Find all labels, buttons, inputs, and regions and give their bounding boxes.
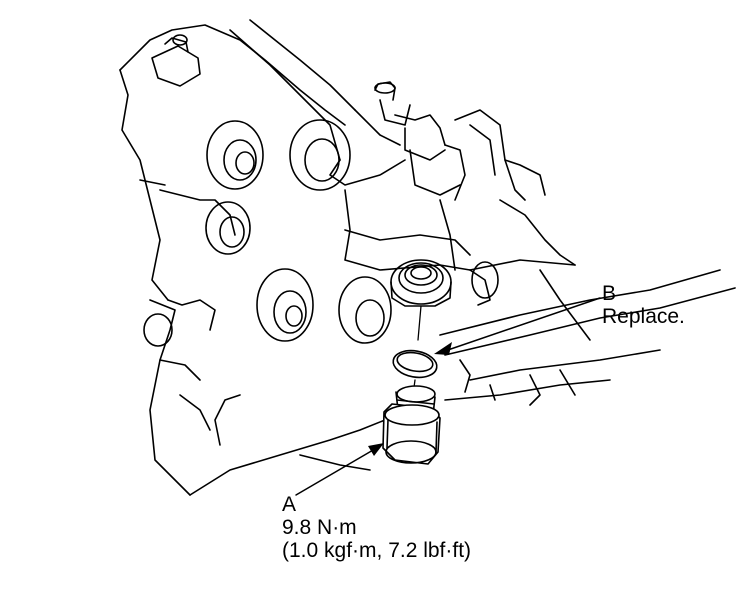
right-pipes — [439, 259, 736, 406]
top-fitting — [374, 81, 466, 201]
pump-housing — [119, 24, 386, 496]
callout-b-letter: B — [602, 282, 617, 305]
plug-bolt-icon — [382, 385, 441, 465]
callout-a-torque: 9.8 N·m — [282, 516, 357, 539]
callout-a-letter: A — [282, 493, 297, 516]
leader-b — [441, 297, 601, 353]
arrowheads — [368, 342, 452, 456]
callout-a: A 9.8 N·m (1.0 kgf·m, 7.2 lbf·ft) — [282, 493, 471, 562]
callout-b-note: Replace. — [602, 305, 685, 328]
callout-b: B Replace. — [602, 282, 685, 328]
upper-tube — [229, 19, 406, 186]
oil-port — [390, 259, 452, 307]
housing-bosses — [143, 119, 392, 347]
callout-a-torque-alt: (1.0 kgf·m, 7.2 lbf·ft) — [282, 539, 472, 562]
leader-a — [295, 445, 381, 496]
leader-lines — [295, 297, 601, 496]
o-ring-icon — [392, 349, 438, 379]
arrow-a-icon — [368, 443, 384, 456]
arrow-b-icon — [434, 342, 452, 355]
valve-body — [344, 109, 591, 341]
top-bolt — [151, 34, 201, 87]
